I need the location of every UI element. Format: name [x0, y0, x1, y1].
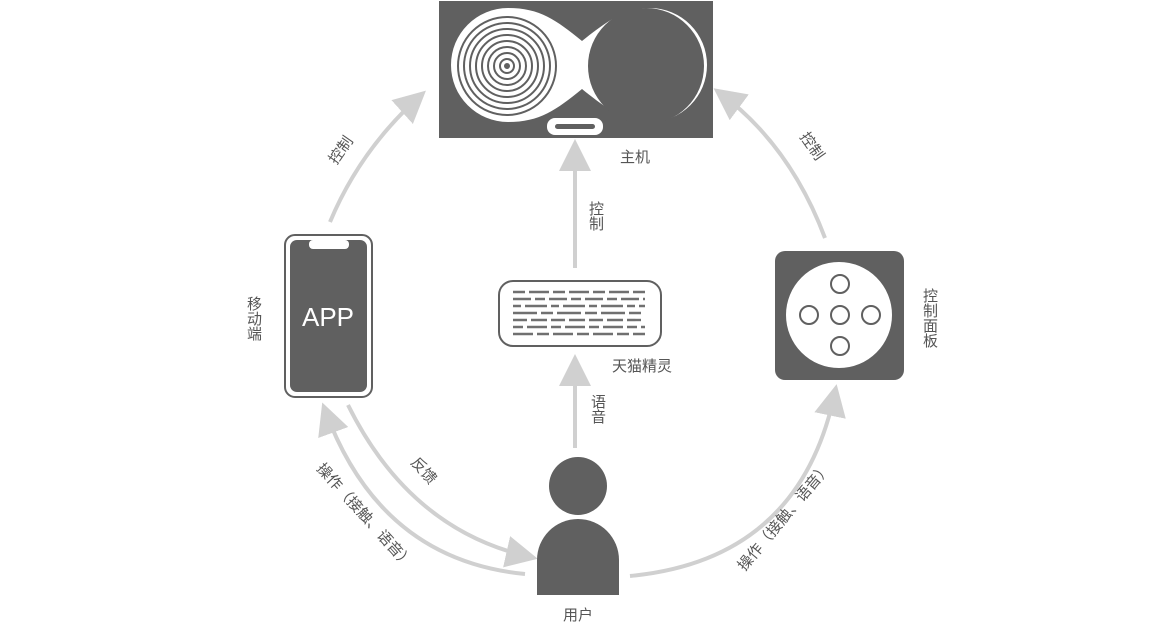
panel-button-right [861, 305, 881, 325]
panel-buttons [799, 274, 881, 356]
user-body [537, 519, 619, 595]
edge-label-mobile-host: 控制 [325, 133, 357, 168]
host-right-speaker [588, 8, 704, 124]
speaker-device [498, 280, 662, 347]
edge-label-user-mobile: 操作（接触、语音） [313, 459, 417, 571]
host-indicator-light [555, 124, 595, 129]
edge-label-mobile-user: 反馈 [407, 453, 440, 487]
app-text: APP [302, 302, 354, 332]
speaker-grille [513, 290, 645, 336]
arrow-user-to-mobile [318, 402, 526, 576]
panel-button-top [830, 274, 850, 294]
panel-label: 控制面板 [921, 288, 939, 348]
arrows [318, 88, 846, 578]
phone-notch [309, 240, 349, 249]
host-speaker-rings [457, 16, 557, 116]
edge-label-user-panel: 操作（接触、语音） [734, 459, 835, 574]
phone-screen [290, 240, 367, 392]
panel-button-center [830, 305, 850, 325]
phone-device: APP [284, 234, 373, 398]
speaker-label: 天猫精灵 [612, 357, 672, 375]
arrow-mobile-to-user [346, 404, 538, 568]
edge-label-panel-host: 控制 [796, 129, 828, 164]
host-device [439, 1, 713, 138]
arrow-user-to-panel [629, 384, 846, 578]
arrow-panel-to-host [713, 88, 827, 239]
user-label: 用户 [563, 606, 593, 624]
panel-device [775, 251, 904, 380]
user-head [549, 457, 607, 515]
edge-label-user-speaker: 语音 [589, 394, 607, 424]
user-icon [537, 457, 619, 595]
edge-label-speaker-host: 控制 [587, 201, 605, 231]
arrow-mobile-to-host [328, 90, 426, 223]
panel-button-bottom [830, 336, 850, 356]
host-label: 主机 [620, 148, 650, 166]
panel-button-left [799, 305, 819, 325]
host-speaker-center [504, 63, 510, 69]
mobile-label: 移动端 [245, 296, 263, 341]
panel-dial [786, 262, 892, 368]
